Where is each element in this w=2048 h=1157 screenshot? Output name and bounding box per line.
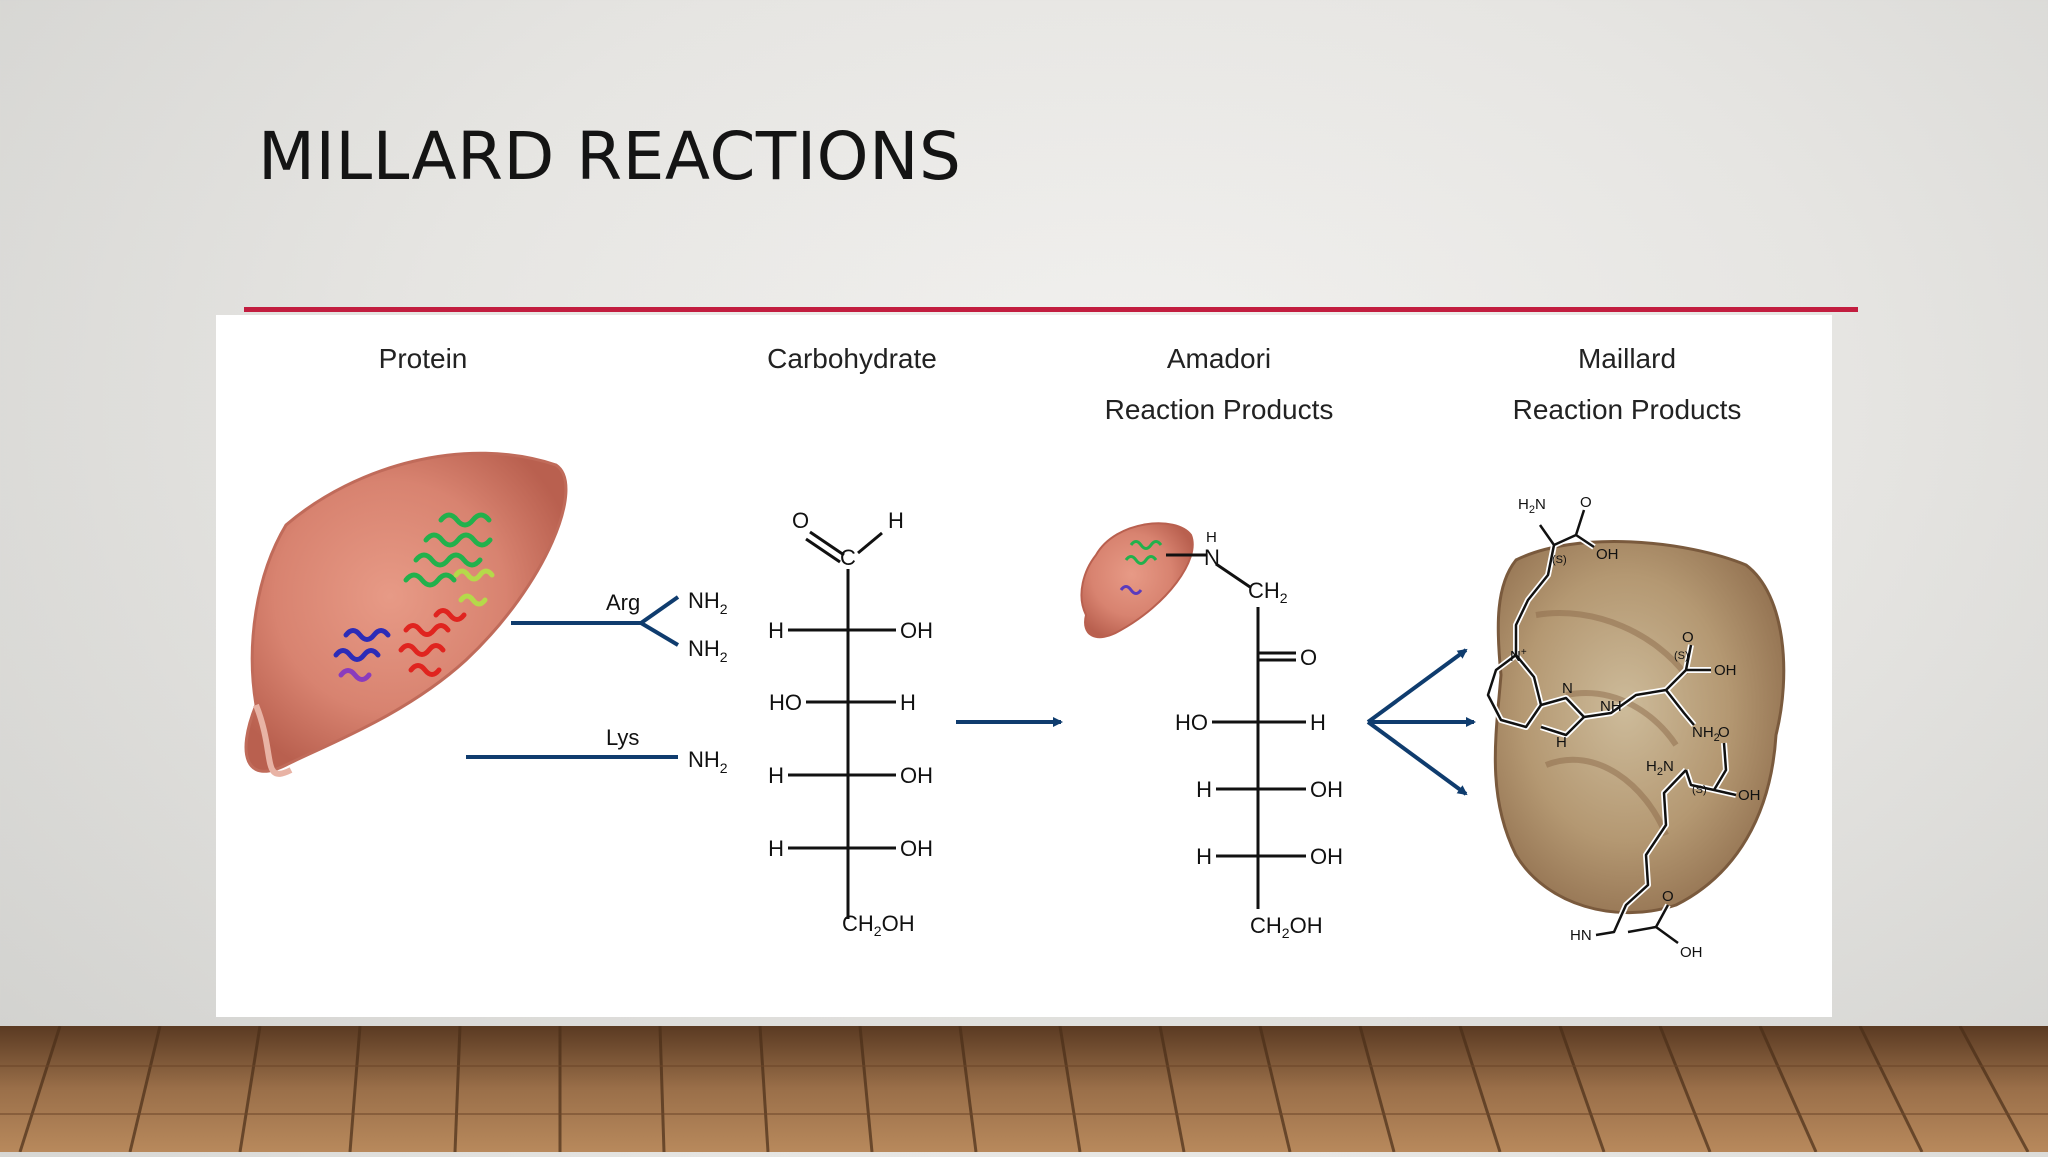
svg-text:O: O bbox=[1580, 494, 1592, 511]
diagram-panel: Protein Carbohydrate Amadori Reaction Pr… bbox=[216, 315, 1832, 1017]
svg-text:H: H bbox=[888, 508, 904, 533]
svg-text:H: H bbox=[768, 618, 784, 643]
svg-text:OH: OH bbox=[1310, 777, 1343, 802]
title-rule bbox=[244, 307, 1858, 312]
svg-text:H: H bbox=[900, 690, 916, 715]
raw-meat-illustration bbox=[244, 451, 568, 777]
svg-text:H: H bbox=[768, 836, 784, 861]
svg-text:CH2: CH2 bbox=[1248, 578, 1288, 606]
svg-text:(S): (S) bbox=[1674, 650, 1689, 662]
lys-label: Lys bbox=[606, 725, 639, 750]
maillard-diagram: Protein Carbohydrate Amadori Reaction Pr… bbox=[244, 343, 1786, 961]
svg-text:OH: OH bbox=[900, 618, 933, 643]
nh2-group-2: NH2 bbox=[688, 636, 728, 665]
svg-text:O: O bbox=[1682, 629, 1694, 646]
svg-text:CH2OH: CH2OH bbox=[842, 911, 915, 939]
svg-text:H: H bbox=[1196, 777, 1212, 802]
svg-text:H: H bbox=[768, 763, 784, 788]
svg-text:HO: HO bbox=[1175, 710, 1208, 735]
svg-text:OH: OH bbox=[1738, 787, 1761, 804]
carbohydrate-structure: O H C H OH HO H H OH H OH CH2OH bbox=[768, 508, 933, 939]
svg-text:(S): (S) bbox=[1692, 784, 1707, 796]
amadori-header-line2: Reaction Products bbox=[1105, 394, 1334, 425]
svg-text:O: O bbox=[1300, 645, 1317, 670]
svg-text:OH: OH bbox=[1310, 844, 1343, 869]
svg-text:NH2: NH2 bbox=[688, 588, 728, 617]
svg-text:O: O bbox=[1718, 724, 1730, 741]
svg-text:OH: OH bbox=[1680, 944, 1703, 961]
svg-text:H2N: H2N bbox=[1646, 758, 1674, 778]
svg-text:(S): (S) bbox=[1552, 554, 1567, 566]
svg-text:H: H bbox=[1196, 844, 1212, 869]
svg-text:H2N: H2N bbox=[1518, 496, 1546, 516]
nh2-group-1: NH2 bbox=[688, 588, 728, 617]
svg-text:OH: OH bbox=[1596, 546, 1619, 563]
svg-text:OH: OH bbox=[900, 763, 933, 788]
svg-text:NH2: NH2 bbox=[1692, 724, 1720, 744]
svg-text:HN: HN bbox=[1570, 927, 1592, 944]
svg-text:O: O bbox=[1662, 888, 1674, 905]
svg-text:C: C bbox=[840, 545, 856, 570]
svg-text:NH2: NH2 bbox=[688, 747, 728, 776]
amadori-structure: H N CH2 O HO H H OH H OH CH2OH bbox=[1080, 522, 1343, 941]
svg-text:OH: OH bbox=[1714, 662, 1737, 679]
svg-text:CH2OH: CH2OH bbox=[1250, 913, 1323, 941]
wood-floor bbox=[0, 1025, 2048, 1153]
wood-floor-graphic bbox=[0, 1025, 2048, 1153]
svg-text:NH2: NH2 bbox=[688, 636, 728, 665]
branching-arrows bbox=[1366, 648, 1476, 796]
slide-title: MILLARD REACTIONS bbox=[258, 118, 962, 195]
svg-text:NH: NH bbox=[1600, 698, 1622, 715]
cooked-steak-illustration bbox=[1493, 540, 1786, 915]
svg-text:N+: N+ bbox=[1510, 647, 1527, 665]
arg-label: Arg bbox=[606, 590, 640, 615]
svg-text:O: O bbox=[792, 508, 809, 533]
svg-text:H: H bbox=[1556, 734, 1567, 751]
maillard-header-line1: Maillard bbox=[1578, 343, 1676, 374]
amadori-header-line1: Amadori bbox=[1167, 343, 1271, 374]
amino-side-chains bbox=[466, 595, 680, 759]
maillard-structure: O OH H2N (S) N+ N H NH O OH (S) NH2 O OH… bbox=[1485, 494, 1761, 961]
svg-text:N: N bbox=[1204, 545, 1220, 570]
svg-text:H: H bbox=[1310, 710, 1326, 735]
maillard-header-line2: Reaction Products bbox=[1513, 394, 1742, 425]
svg-text:OH: OH bbox=[900, 836, 933, 861]
protein-header: Protein bbox=[379, 343, 468, 374]
svg-text:N: N bbox=[1562, 680, 1573, 697]
svg-text:HO: HO bbox=[769, 690, 802, 715]
nh2-group-3: NH2 bbox=[688, 747, 728, 776]
carbohydrate-header: Carbohydrate bbox=[767, 343, 937, 374]
svg-text:H: H bbox=[1206, 529, 1217, 546]
